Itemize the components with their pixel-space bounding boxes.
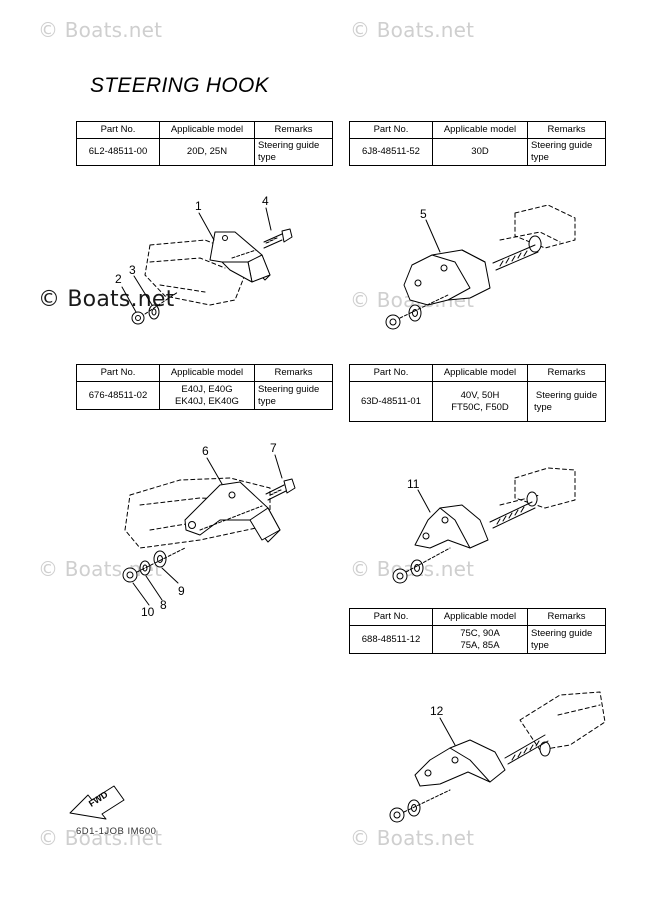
callout-6: 6 [202, 444, 209, 458]
nut [389, 807, 405, 823]
callout-3: 3 [129, 263, 136, 277]
watermark: © Boats.net [350, 18, 475, 42]
remarks-line: Steering guide [531, 627, 593, 639]
bolt [492, 244, 539, 271]
model-line: 20D, 25N [186, 146, 228, 157]
hook-bracket [184, 481, 281, 543]
nut [392, 568, 408, 584]
cell-model: 30D [432, 138, 528, 166]
callout-7: 7 [270, 441, 277, 455]
callout-5: 5 [420, 207, 427, 221]
page-code: 6D1-1JOB IM600 [76, 826, 157, 837]
hook-bracket [414, 739, 506, 787]
diagram-d [392, 467, 576, 584]
remarks-line: type [531, 152, 549, 163]
model-line: FT50C, F50D [451, 401, 509, 413]
callout-10: 10 [141, 605, 155, 619]
callout-12: 12 [430, 704, 444, 718]
parts-table-3: Part No. Applicable model Remarks 676-48… [76, 364, 333, 410]
watermark: © Boats.net [38, 826, 163, 850]
diagram-a [121, 207, 293, 325]
hook-bracket [403, 249, 491, 306]
callout-11: 11 [407, 477, 420, 491]
remarks-line: Steering guide [258, 140, 320, 151]
bolt [265, 478, 296, 501]
watermark: © Boats.net [38, 18, 163, 42]
model-line: E40J, E40G [181, 383, 233, 395]
washer [407, 799, 421, 817]
remarks-line: type [258, 395, 276, 407]
remarks-line: Steering guide [531, 140, 593, 151]
callout-8: 8 [160, 598, 167, 612]
washer [148, 304, 160, 320]
remarks-line: type [258, 152, 276, 163]
hook-bracket [414, 504, 489, 549]
nut [385, 314, 401, 330]
hook-bracket [209, 231, 271, 283]
model-line: 75C, 90A [460, 627, 500, 639]
bolt [504, 734, 549, 765]
model-line: 40V, 50H [460, 389, 500, 401]
parts-table-4: Part No. Applicable model Remarks 63D-48… [349, 364, 606, 422]
bolt [263, 228, 293, 249]
parts-table-2: Part No. Applicable model Remarks 6J8-48… [349, 121, 606, 166]
watermark: © Boats.net [350, 826, 475, 850]
remarks-line: type [531, 639, 549, 651]
callout-2: 2 [115, 272, 122, 286]
washer [153, 550, 167, 568]
diagram-e [389, 691, 606, 823]
fwd-arrow-icon [69, 785, 125, 820]
nut [131, 311, 145, 325]
model-line: 30D [471, 146, 489, 157]
page-title: STEERING HOOK [90, 74, 269, 97]
diagram-c [122, 454, 296, 606]
callout-4: 4 [262, 194, 269, 208]
remarks-line: Steering guide [535, 389, 598, 401]
remarks-line: Steering guide [258, 383, 320, 395]
remarks-line: type [534, 401, 552, 413]
nut [122, 567, 138, 583]
callout-1: 1 [195, 199, 202, 213]
cell-part-no: 688-48511-12 [349, 625, 433, 654]
cell-part-no: 6J8-48511-52 [349, 138, 433, 166]
parts-table-1: Part No. Applicable model Remarks 6L2-48… [76, 121, 333, 166]
cell-part-no: 6L2-48511-00 [76, 138, 160, 166]
cell-part-no: 676-48511-02 [76, 381, 160, 410]
model-line: 75A, 85A [460, 639, 500, 651]
model-line: EK40J, EK40G [175, 395, 239, 407]
diagram-b [385, 204, 576, 330]
bolt [489, 501, 536, 529]
washer [139, 560, 151, 576]
parts-table-5: Part No. Applicable model Remarks 688-48… [349, 608, 606, 654]
callout-9: 9 [178, 584, 185, 598]
